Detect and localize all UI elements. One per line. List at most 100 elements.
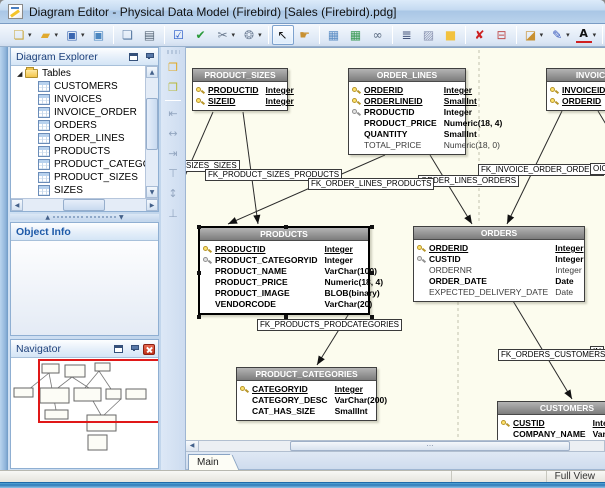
relationship-line[interactable] xyxy=(243,112,258,224)
remove-from-diagram-button[interactable]: ⊟ xyxy=(491,25,513,45)
column-name[interactable]: CATEGORY_DESC xyxy=(252,395,328,406)
dropdown-arrow-icon[interactable]: ▾ xyxy=(28,31,32,39)
auto-hide-button[interactable] xyxy=(127,51,140,63)
tools-button[interactable]: ✂▾ xyxy=(212,25,239,45)
dropdown-arrow-icon[interactable]: ▾ xyxy=(593,31,597,39)
open-file-button[interactable]: ▰▾ xyxy=(35,25,62,45)
column-name[interactable]: ORDERID xyxy=(364,85,437,96)
selection-handle[interactable] xyxy=(197,315,201,319)
auto-hide-button[interactable] xyxy=(112,343,125,355)
column-name[interactable]: ORDERID xyxy=(562,96,605,107)
save-as-picture-button[interactable]: ▣ xyxy=(88,25,110,45)
tree-item-customers[interactable]: CUSTOMERS xyxy=(11,80,145,93)
column-name[interactable]: PRODUCT_PRICE xyxy=(215,277,317,288)
selection-handle[interactable] xyxy=(370,225,374,229)
selection-handle[interactable] xyxy=(284,225,288,229)
align-center-button[interactable]: ↔ xyxy=(163,124,183,143)
add-view-button[interactable]: ▦ xyxy=(345,25,367,45)
navigator-header[interactable]: Navigator xyxy=(11,340,158,358)
column-name[interactable]: PRODUCT_CATEGORYID xyxy=(215,255,317,266)
selection-handle[interactable] xyxy=(370,271,374,275)
relationship-line[interactable] xyxy=(510,296,572,399)
fill-color-button[interactable]: ◪▾ xyxy=(520,25,547,45)
column-name[interactable]: PRODUCTID xyxy=(215,244,317,255)
generate-script-button[interactable]: ✔ xyxy=(190,25,212,45)
selection-handle[interactable] xyxy=(370,315,374,319)
font-color-button[interactable]: A▾ xyxy=(573,25,600,45)
table-header[interactable]: PRODUCT_SIZES xyxy=(193,69,287,82)
relationship-label[interactable]: FK_ORDERS_CUSTOMERS xyxy=(498,349,605,361)
table-header[interactable]: ORDER_LINES xyxy=(349,69,465,82)
relationship-line[interactable] xyxy=(430,155,472,224)
table-products[interactable]: PRODUCTSPRODUCTIDIntegerPRODUCT_CATEGORY… xyxy=(198,226,370,315)
align-top-button[interactable]: ⊤ xyxy=(163,164,183,183)
scrollbar-thumb[interactable] xyxy=(63,199,105,211)
tree-root-tables[interactable]: ◢Tables xyxy=(11,67,145,80)
scrollbar-thumb[interactable]: ⋯ xyxy=(290,441,570,451)
column-name[interactable]: PRODUCTID xyxy=(208,85,259,96)
select-tool-button[interactable]: ↖ xyxy=(272,25,294,45)
relationship-line[interactable] xyxy=(598,111,605,126)
close-button[interactable] xyxy=(142,343,155,355)
relationship-label[interactable]: OIC xyxy=(590,163,605,175)
tree-item-products[interactable]: PRODUCTS xyxy=(11,145,145,158)
table-customers[interactable]: CUSTOMERSCUSTIDIntegerCOMPANY_NAMEVarCha… xyxy=(497,401,605,440)
dropdown-arrow-icon[interactable]: ▾ xyxy=(540,31,544,39)
bring-to-front-button[interactable]: ❐ xyxy=(163,58,183,77)
table-order_lines[interactable]: ORDER_LINESORDERIDIntegerORDERLINEIDSmal… xyxy=(348,68,466,155)
send-to-back-button[interactable]: ❐ xyxy=(163,78,183,97)
validate-model-button[interactable]: ☑ xyxy=(168,25,190,45)
new-file-button[interactable]: ❏▾ xyxy=(8,25,35,45)
tab-main[interactable]: Main xyxy=(188,454,230,470)
add-text-block-button[interactable]: ≣ xyxy=(396,25,418,45)
column-name[interactable]: VENDORCODE xyxy=(215,299,317,310)
relationship-label[interactable]: FK_INVOICE_ORDER_ORDERS xyxy=(478,164,604,176)
print-button[interactable]: ▤ xyxy=(139,25,161,45)
dropdown-arrow-icon[interactable]: ▾ xyxy=(566,31,570,39)
add-note-button[interactable]: ■ xyxy=(440,25,462,45)
column-name[interactable]: CUSTID xyxy=(513,418,586,429)
column-name[interactable]: ORDERLINEID xyxy=(364,96,437,107)
column-name[interactable]: INVOICEID xyxy=(562,85,605,96)
scroll-left-icon[interactable]: ◀ xyxy=(186,441,199,451)
print-preview-button[interactable]: ❏ xyxy=(117,25,139,45)
table-header[interactable]: ORDERS xyxy=(414,227,584,240)
explorer-vertical-scrollbar[interactable]: ▲ ▼ xyxy=(145,66,158,198)
table-invoice_order[interactable]: INVOICE_ORDERINVOICEIDIntegerORDERIDInte… xyxy=(546,68,605,111)
column-name[interactable]: TOTAL_PRICE xyxy=(364,140,437,151)
table-header[interactable]: CUSTOMERS xyxy=(498,402,605,415)
dropdown-arrow-icon[interactable]: ▾ xyxy=(258,31,262,39)
table-header[interactable]: PRODUCTS xyxy=(200,228,368,241)
column-name[interactable]: SIZEID xyxy=(208,96,259,107)
tree-item-invoices[interactable]: INVOICES xyxy=(11,93,145,106)
dock-splitter[interactable]: ▲▼ xyxy=(10,214,159,220)
delete-button[interactable]: ✘ xyxy=(469,25,491,45)
add-image-button[interactable]: ▨ xyxy=(418,25,440,45)
column-name[interactable]: PRODUCT_IMAGE xyxy=(215,288,317,299)
pin-button[interactable] xyxy=(142,51,155,63)
dropdown-arrow-icon[interactable]: ▾ xyxy=(232,31,236,39)
pan-tool-button[interactable]: ☛ xyxy=(294,25,316,45)
scroll-up-icon[interactable]: ▲ xyxy=(146,66,158,78)
table-orders[interactable]: ORDERSORDERIDIntegerCUSTIDIntegerORDERNR… xyxy=(413,226,585,302)
title-bar[interactable]: Diagram Editor - Physical Data Model (Fi… xyxy=(0,0,605,24)
scrollbar-thumb[interactable] xyxy=(146,98,158,150)
navigator-minimap[interactable] xyxy=(11,358,158,468)
table-product_sizes[interactable]: PRODUCT_SIZESPRODUCTIDIntegerSIZEIDInteg… xyxy=(192,68,288,111)
tree-item-order_lines[interactable]: ORDER_LINES xyxy=(11,132,145,145)
column-name[interactable]: PRODUCT_NAME xyxy=(215,266,317,277)
expander-icon[interactable]: ◢ xyxy=(17,70,25,78)
scroll-left-icon[interactable]: ◀ xyxy=(11,199,23,211)
table-header[interactable]: INVOICE_ORDER xyxy=(547,69,605,82)
line-color-button[interactable]: ✎▾ xyxy=(546,25,573,45)
column-name[interactable]: ORDERID xyxy=(429,243,548,254)
column-name[interactable]: EXPECTED_DELIVERY_DATE xyxy=(429,287,548,298)
align-right-button[interactable]: ⇥ xyxy=(163,144,183,163)
options-button[interactable]: ❂▾ xyxy=(238,25,265,45)
align-bottom-button[interactable]: ⊥ xyxy=(163,204,183,223)
column-name[interactable]: ORDERNR xyxy=(429,265,548,276)
dropdown-arrow-icon[interactable]: ▾ xyxy=(55,31,59,39)
column-name[interactable]: CUSTID xyxy=(429,254,548,265)
align-middle-button[interactable]: ↕ xyxy=(163,184,183,203)
column-name[interactable]: COMPANY_NAME xyxy=(513,429,586,440)
